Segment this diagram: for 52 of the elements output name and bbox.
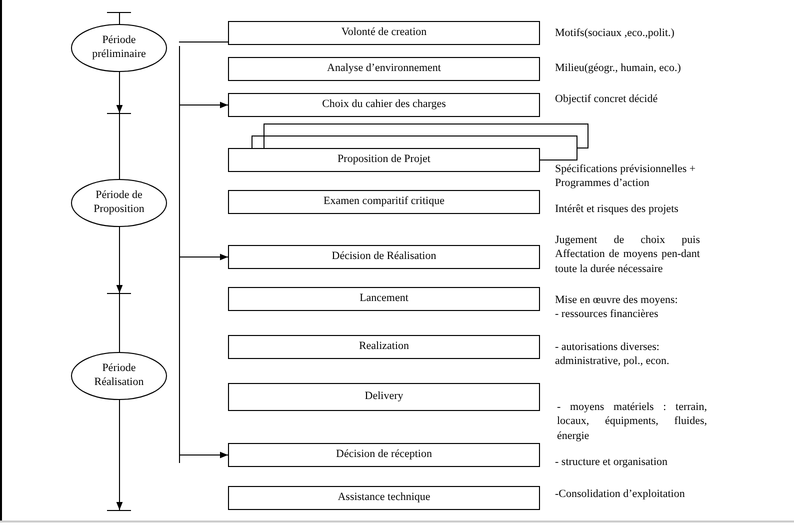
- annotation-text: - structure et organisation: [555, 455, 669, 470]
- period-ellipse: [71, 24, 167, 72]
- timeline-tick: [107, 113, 131, 114]
- connector-line: [119, 112, 120, 180]
- node-label: Delivery: [364, 390, 404, 404]
- annotation-text: Jugement de choix puis Affectation de moyens pen-dant toute la durée nécessaire: [555, 233, 700, 276]
- annotation-text: Spécifications prévisionnelles + Programmes d’action: [555, 162, 697, 191]
- node-label: Analyse d’environnement: [327, 62, 441, 76]
- process-box: [228, 57, 540, 81]
- process-box: [228, 21, 540, 45]
- annotation-text: Mise en œuvre des moyens: - ressources financières: [555, 293, 679, 322]
- node-label: Realization: [358, 340, 410, 354]
- process-box: [228, 245, 540, 269]
- node-label: Lancement: [360, 292, 408, 306]
- node-label: Décision de réception: [336, 448, 432, 462]
- process-box: [228, 148, 540, 172]
- annotation-text: Objectif concret décidé: [555, 92, 659, 106]
- node-label: Examen comparitif critique: [324, 195, 444, 209]
- arrow: [178, 452, 228, 458]
- annotation-text: Motifs(sociaux ,eco.,polit.): [555, 26, 676, 40]
- process-box: [228, 383, 540, 411]
- timeline-tick: [107, 293, 131, 294]
- node-label: Choix du cahier des charges: [322, 98, 446, 112]
- connector-line: [119, 292, 120, 352]
- node-label: Volonté de creation: [341, 26, 427, 40]
- annotation-text: -Consolidation d’exploitation: [555, 487, 686, 502]
- timeline-tick: [107, 12, 131, 13]
- node-label: Période de Proposition: [92, 189, 146, 217]
- node-label: Période Réalisation: [93, 362, 145, 390]
- arrow: [178, 254, 228, 260]
- node-label: Proposition de Projet: [338, 153, 430, 167]
- process-box: [228, 443, 540, 467]
- arrow: [116, 72, 123, 114]
- connector-line: [119, 12, 120, 24]
- node-label: Période préliminaire: [91, 34, 147, 62]
- annotation-text: - autorisations diverses: administrative, pol., econ.: [555, 340, 670, 369]
- process-box: [228, 287, 540, 311]
- process-box: [228, 335, 540, 359]
- annotation-text: Milieu(géogr., humain, eco.): [555, 61, 682, 76]
- node-label: Assistance technique: [338, 491, 430, 505]
- process-box: [228, 93, 540, 117]
- timeline-tick: [107, 510, 131, 511]
- annotation-text: - moyens matériels : terrain, locaux, équipments, fluides, énergie: [557, 400, 707, 443]
- arrow: [116, 226, 123, 294]
- period-ellipse: [71, 352, 167, 400]
- process-box: [228, 190, 540, 214]
- period-ellipse: [71, 179, 167, 227]
- annotation-text: Intérêt et risques des projets: [555, 202, 680, 216]
- node-label: Décision de Réalisation: [332, 250, 436, 264]
- process-box: [228, 486, 540, 510]
- arrow: [116, 400, 123, 510]
- arrow: [178, 102, 228, 108]
